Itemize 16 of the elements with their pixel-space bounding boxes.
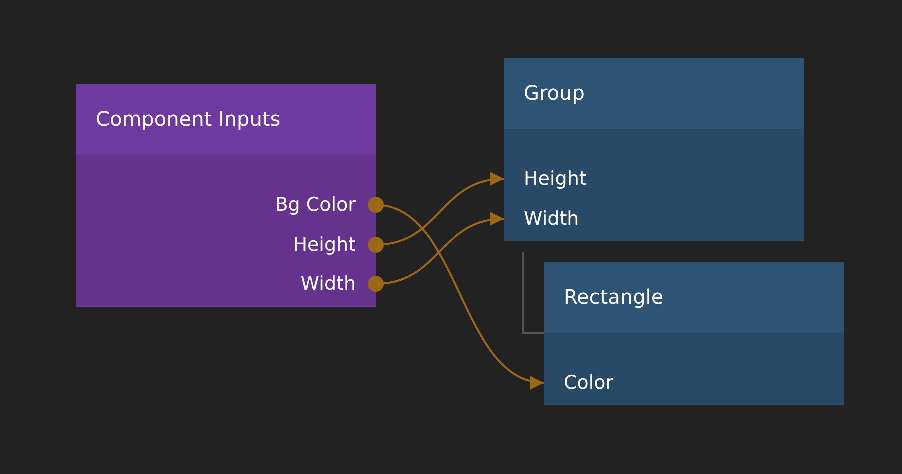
node-title: Group: [504, 58, 804, 129]
node-title: Rectangle: [544, 262, 844, 333]
port-label: Bg Color: [172, 192, 376, 218]
port-label: Width: [172, 271, 376, 297]
port-label: Color: [544, 370, 748, 396]
connection-wire: [368, 197, 544, 388]
node-card: [76, 84, 376, 307]
connection-wire: [368, 173, 504, 253]
port-label: Height: [504, 166, 708, 192]
port-label: Width: [504, 206, 708, 232]
hierarchy-line: [522, 252, 544, 334]
node-title: Component Inputs: [76, 84, 376, 155]
port-label: Height: [172, 232, 376, 258]
node-card: [504, 58, 804, 241]
connection-wire: [368, 213, 504, 292]
node-card: [544, 262, 844, 405]
